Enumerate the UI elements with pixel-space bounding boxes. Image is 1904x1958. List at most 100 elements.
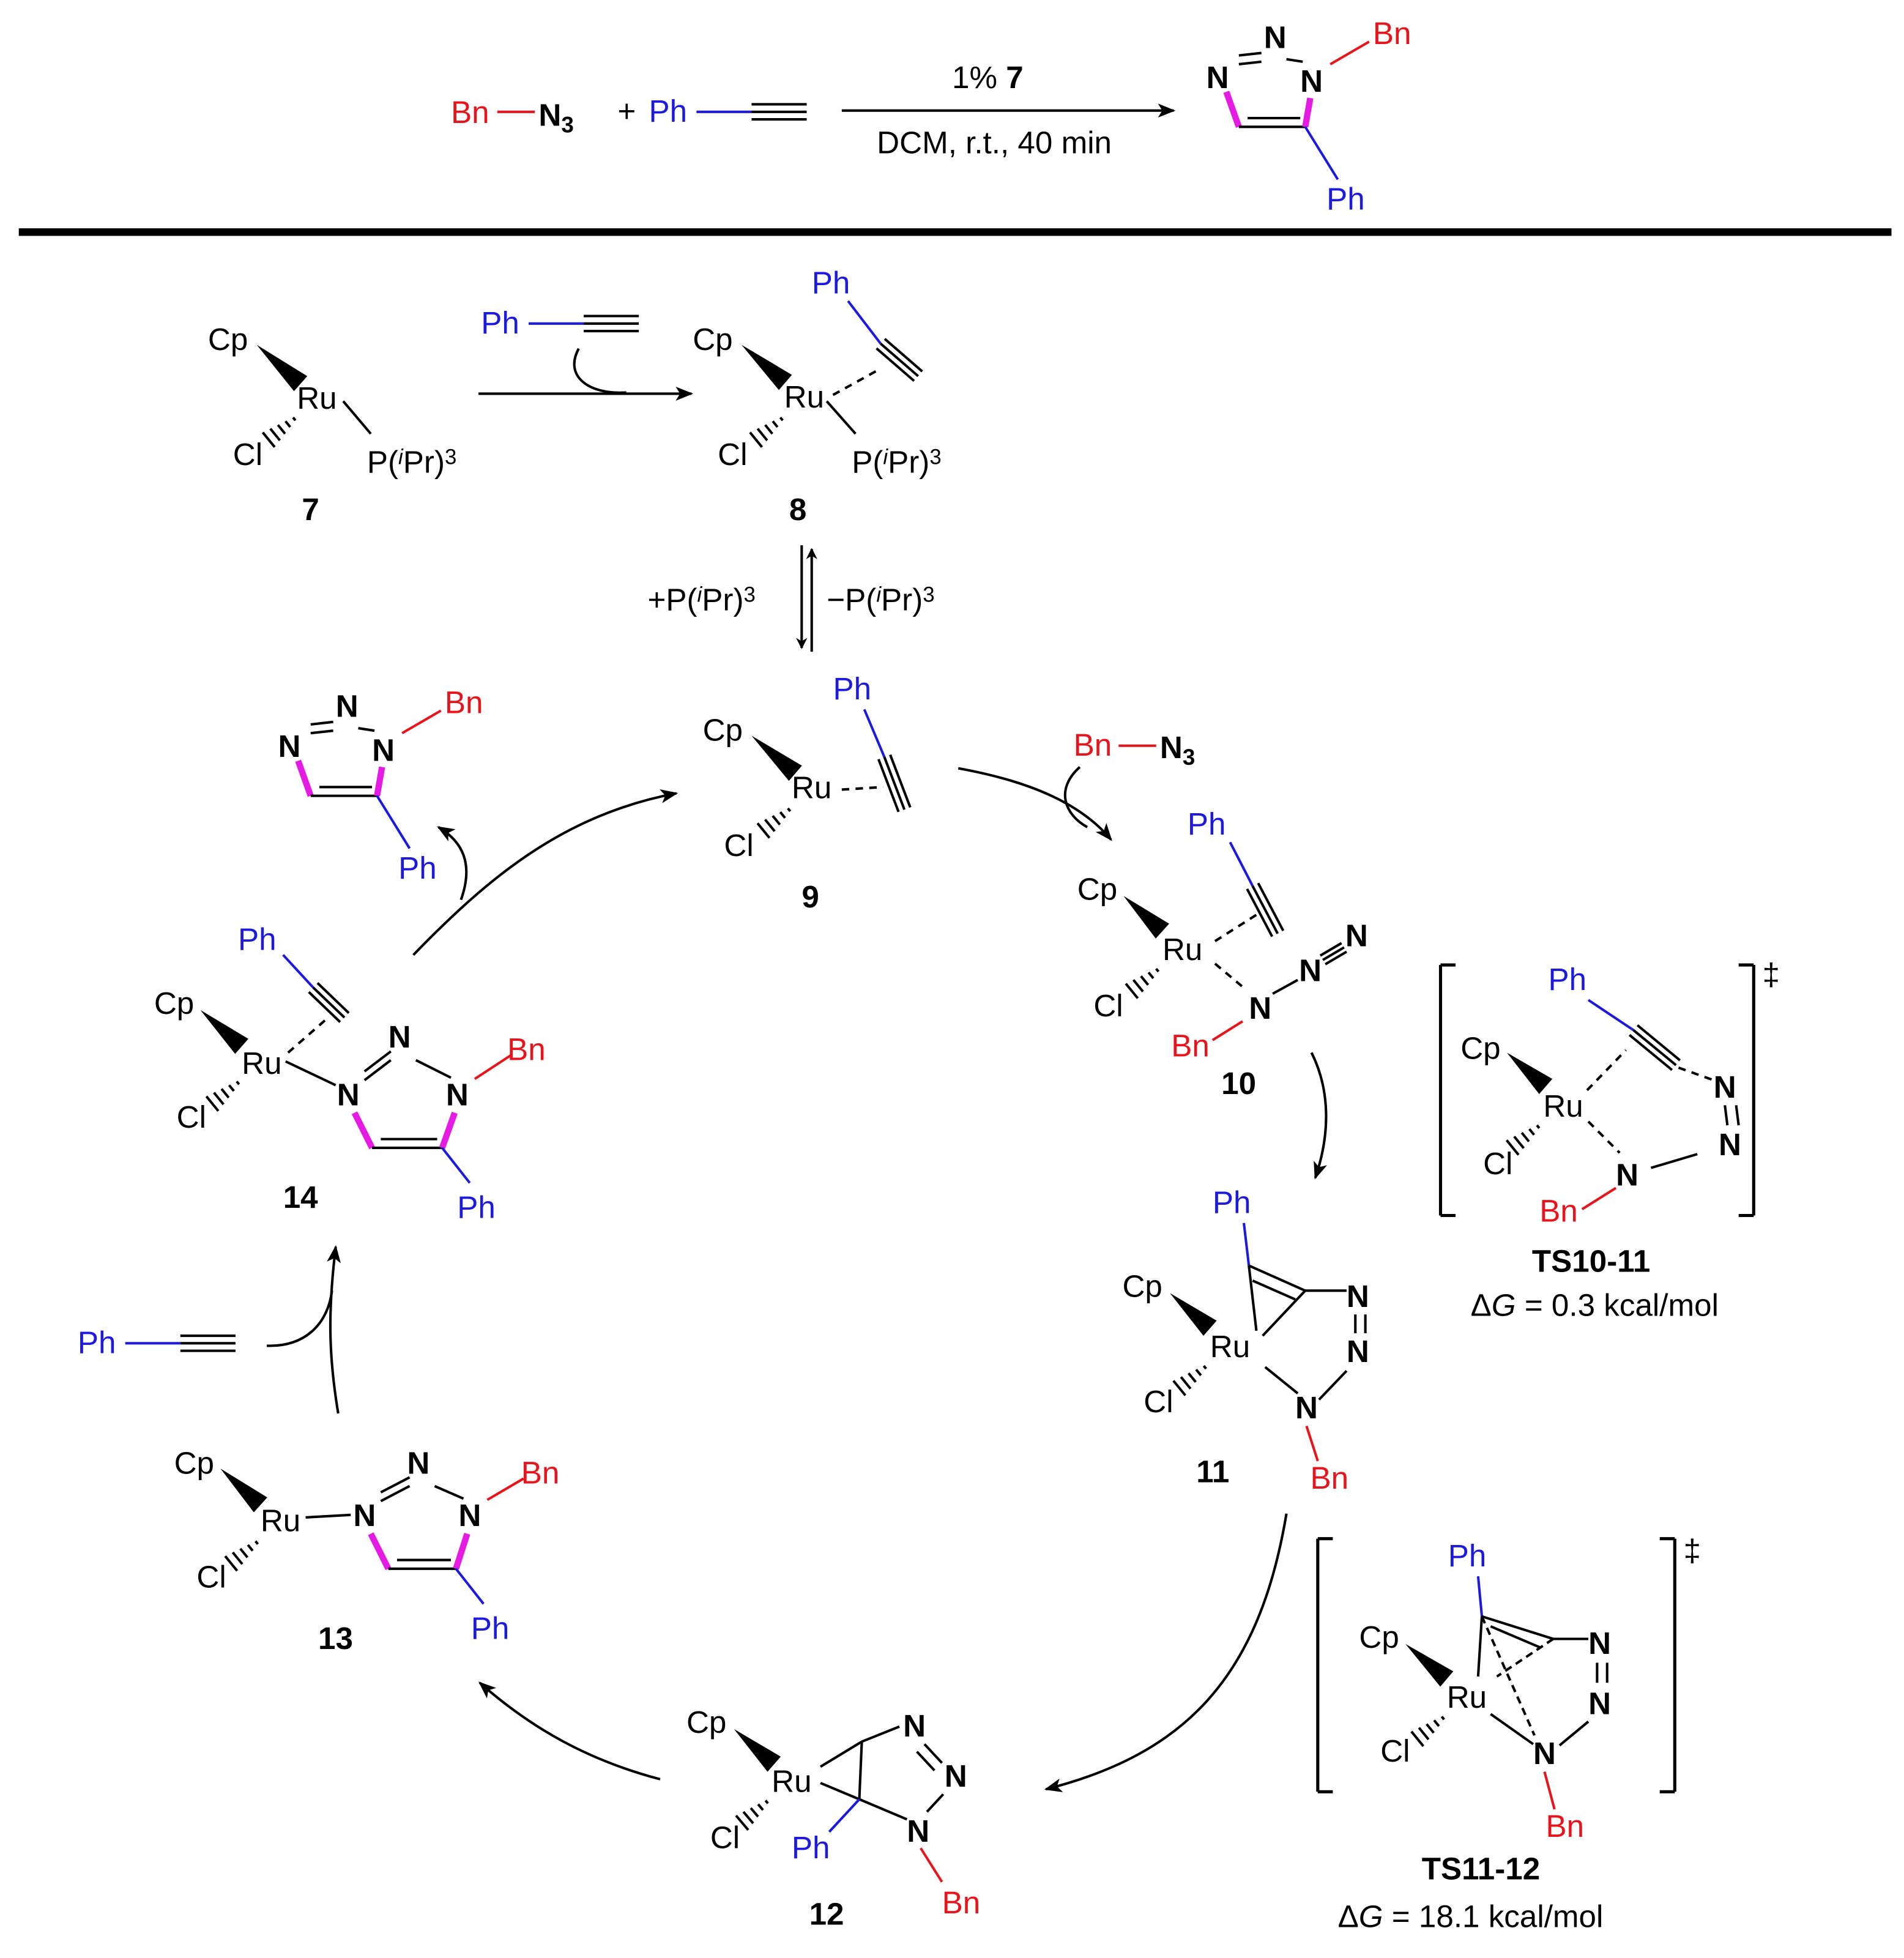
bond-line — [1252, 1279, 1296, 1301]
hash-bond-stroke — [205, 1095, 220, 1112]
benzyl-label: Bn — [1074, 728, 1112, 762]
hash-bond-stroke — [239, 1547, 249, 1558]
compound-number: 9 — [801, 879, 819, 914]
hash-bond-stroke — [292, 416, 297, 422]
compound-number: 14 — [283, 1180, 318, 1215]
phenyl-label: Ph — [833, 671, 872, 706]
partial-bond — [1481, 1615, 1536, 1736]
bond-line — [828, 1798, 860, 1833]
benzyl-label: Bn — [445, 685, 483, 720]
bond-line — [916, 1751, 935, 1771]
arrow-curve — [573, 348, 627, 394]
bond-line — [1243, 1223, 1251, 1266]
bond-line — [455, 1568, 485, 1605]
triazole-n2: N — [336, 689, 359, 724]
bond-line — [863, 709, 886, 758]
phosphine-add-label: Pr) — [702, 583, 743, 617]
ring-n1: N — [1295, 1390, 1318, 1425]
compound-number: 8 — [789, 492, 806, 527]
ts-azide-n2: N — [1719, 1127, 1741, 1162]
phenyl-label: Ph — [398, 851, 437, 885]
benzyl-label: Bn — [521, 1456, 560, 1491]
cp-label: Cp — [174, 1445, 214, 1480]
compound-number: 13 — [318, 1621, 353, 1656]
bond-line — [1329, 40, 1370, 65]
phenyl-label: Ph — [457, 1190, 496, 1225]
azide-n2: N — [1299, 953, 1322, 988]
benzyl-label: Bn — [942, 1885, 981, 1920]
cp-label: Cp — [1359, 1620, 1399, 1655]
ts-azide-n3: N — [1714, 1070, 1736, 1104]
cl-label: Cl — [177, 1100, 206, 1134]
ru-label: Ru — [1210, 1329, 1250, 1364]
hash-bond-stroke — [779, 811, 786, 819]
phenyl-label: Ph — [1213, 1185, 1251, 1219]
cp-label: Cp — [703, 713, 743, 748]
new-bond-highlight — [295, 759, 314, 797]
phosphine-label: i — [883, 445, 888, 469]
phosphine-label: P( — [852, 444, 883, 479]
hash-bond-stroke — [269, 428, 281, 442]
bond-line — [441, 1147, 471, 1184]
wedge-bond — [220, 1468, 267, 1513]
catalyst-label: 7 — [1006, 60, 1023, 95]
ts-azide-n1: N — [1616, 1157, 1638, 1192]
ring-n3: N — [1347, 1279, 1369, 1314]
dative-bond — [841, 786, 883, 791]
ts-double-dagger: ‡ — [1763, 957, 1780, 992]
bond-line — [380, 1476, 411, 1494]
bond-line — [1238, 51, 1262, 57]
cp-label: Cp — [1077, 872, 1117, 907]
hash-bond-stroke — [779, 416, 784, 422]
ru-label: Ru — [792, 770, 831, 805]
bond-line — [1264, 1366, 1299, 1394]
bond-line — [1272, 978, 1299, 995]
ru-label: Ru — [1162, 932, 1202, 967]
cl-label: Cl — [196, 1560, 226, 1595]
triazole-n1: N — [372, 732, 395, 767]
ru-label: Ru — [792, 770, 831, 805]
triazole-n2: N — [1264, 20, 1287, 54]
hash-bond-stroke — [254, 1540, 259, 1545]
azide-label: 3 — [561, 112, 574, 137]
bond-line — [376, 795, 411, 849]
phosphine-loss-label: i — [876, 583, 882, 607]
phenyl-label: Ph — [398, 851, 437, 885]
phosphine-add-label: i — [697, 583, 703, 607]
bond-line — [284, 1060, 337, 1087]
compound-number: 14 — [283, 1180, 318, 1215]
benzyl-label: Bn — [942, 1885, 981, 1920]
phosphine-loss-label: −P(iPr)3 — [827, 583, 934, 617]
bond-line — [858, 1741, 863, 1800]
triazole-n1: N — [372, 732, 395, 767]
phenyl-label: Ph — [1549, 962, 1587, 997]
phenyl-label: Ph — [1326, 181, 1365, 216]
ring-n3: N — [903, 1708, 926, 1743]
ru-label: Ru — [784, 379, 824, 414]
cl-label: Cl — [233, 437, 262, 472]
compound-number: 13 — [318, 1621, 353, 1656]
hash-bond-stroke — [247, 1544, 254, 1552]
bond-line — [1304, 126, 1339, 181]
triazole-n3: N — [337, 1077, 360, 1112]
wedge-bond — [256, 344, 308, 392]
phosphine-label: Pr) — [403, 444, 445, 479]
cp-label: Cp — [208, 322, 248, 357]
bond-line — [1724, 1105, 1729, 1126]
azide-label: N — [538, 97, 561, 132]
ts-energy-label: ΔG = 18.1 kcal/mol — [1338, 1899, 1604, 1934]
ts-energy-label: G — [1492, 1287, 1516, 1322]
phenyl-label: Ph — [471, 1611, 510, 1646]
hash-bond-stroke — [228, 1084, 235, 1092]
azide-label: N — [1160, 730, 1183, 765]
new-bond-highlight — [1302, 97, 1314, 128]
azide-label: 3 — [1183, 745, 1196, 770]
hash-bond-stroke — [1418, 1727, 1430, 1741]
cp-label: Cp — [208, 322, 248, 357]
phenyl-label: Ph — [812, 266, 850, 300]
cl-label: Cl — [724, 828, 753, 863]
triple-bond — [1251, 885, 1279, 934]
triple-bond — [316, 982, 350, 1014]
benzyl-label: Bn — [445, 685, 483, 720]
